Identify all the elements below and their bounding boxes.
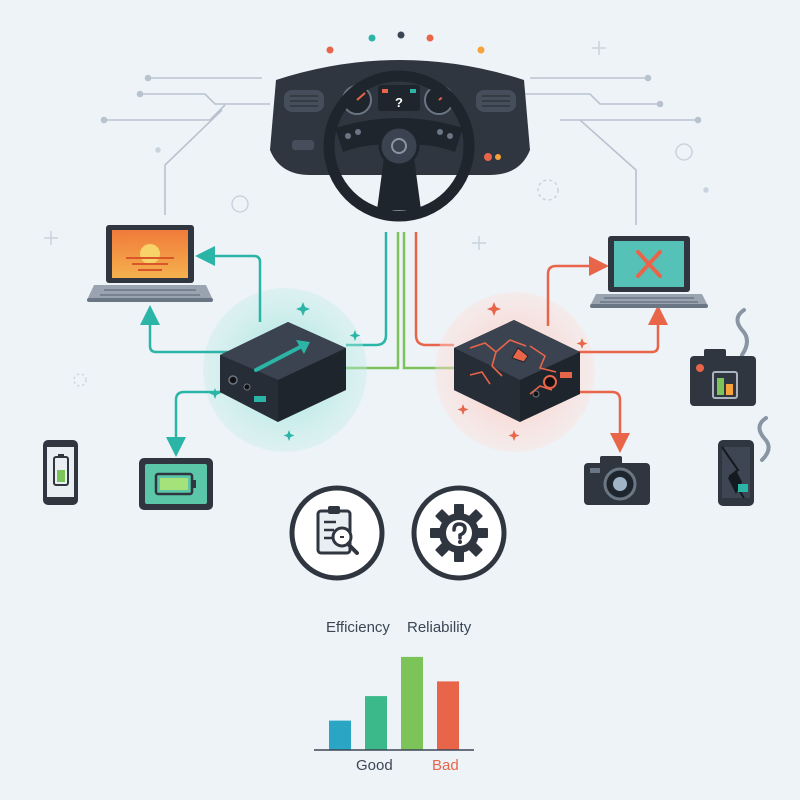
power-bank-icon (454, 320, 580, 422)
circuit-traces (100, 74, 702, 225)
gear-question-icon (411, 485, 507, 581)
background-decorations (44, 31, 709, 387)
clipboard-magnifier-icon (289, 485, 385, 581)
good-connectors (140, 246, 262, 457)
reliability-label: Reliability (407, 619, 472, 636)
laptop-icon (87, 225, 213, 302)
camera-icon (690, 308, 756, 406)
chart-bar-1 (329, 720, 351, 750)
phone-icon (43, 440, 78, 505)
steering-wheel-icon: ? (270, 60, 530, 222)
sparkles (209, 302, 361, 441)
bad-label: Bad (432, 757, 459, 774)
efficiency-reliability-chart (314, 656, 474, 751)
dashboard-display-text: ? (395, 95, 403, 110)
chart-bar-4 (437, 681, 459, 750)
camera-icon (584, 456, 650, 505)
red-sparkles (457, 302, 588, 441)
laptop-icon (590, 236, 708, 308)
chart-bar-3 (401, 656, 423, 750)
phone-icon (718, 416, 771, 506)
power-bank-icon (220, 322, 346, 422)
bad-connectors (546, 256, 668, 453)
efficiency-label: Efficiency (326, 619, 390, 636)
good-label: Good (356, 757, 393, 774)
battery-icon (139, 458, 213, 510)
chart-bar-2 (365, 696, 387, 750)
